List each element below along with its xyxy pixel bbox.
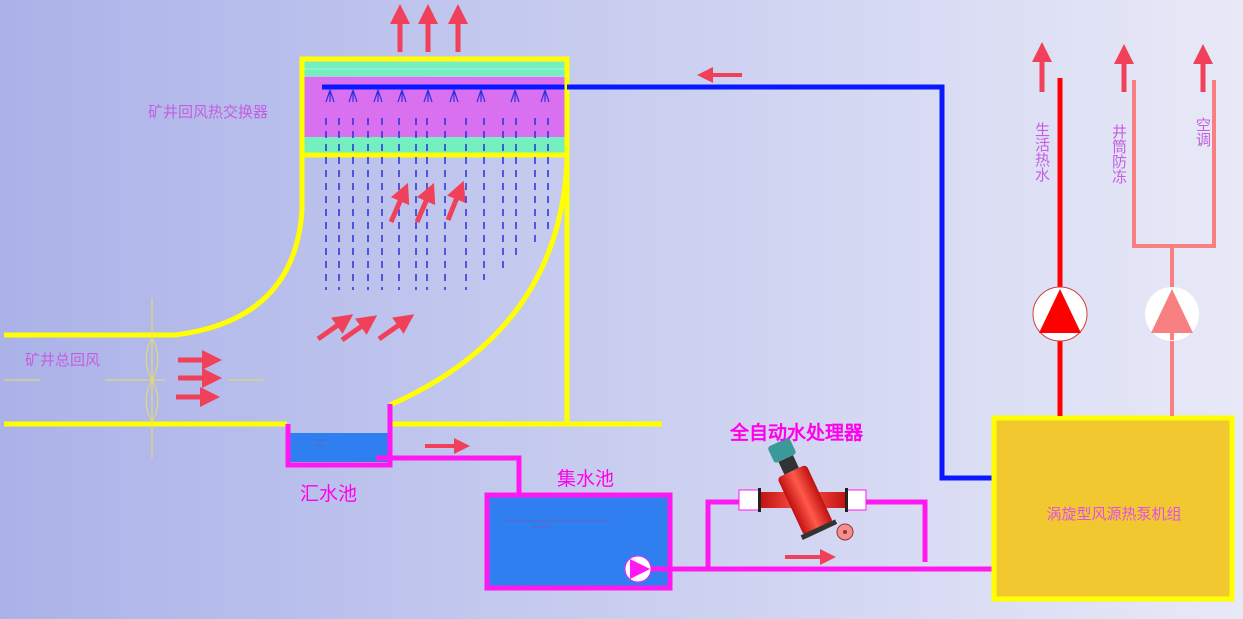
output-arrows: [1032, 42, 1213, 92]
shaft-antifreeze-label: 井筒防冻: [1110, 124, 1128, 184]
water-spray-droplets: [325, 118, 549, 290]
air-conditioning-label: 空调: [1194, 117, 1212, 147]
fan-icon: [4, 298, 265, 458]
heat-pump-unit-label: 涡旋型风源热泵机组: [1046, 505, 1182, 523]
sump-outlet-pipe: [376, 455, 522, 493]
exhaust-arrows: [390, 4, 468, 52]
mine-return-air-label: 矿井总回风: [25, 351, 101, 369]
pool-pump-icon: [624, 555, 652, 583]
warm-pump-icon: [1145, 287, 1199, 341]
sump-label: 汇水池: [300, 483, 358, 505]
exchanger-label: 矿井回风热交换器: [148, 103, 269, 121]
sump: [285, 404, 393, 468]
domestic-hot-water-label: 生活热水: [1033, 122, 1051, 182]
airflow-arrows: [176, 180, 466, 407]
water-supply-pipe: [651, 499, 992, 572]
water-treatment-label: 全自动水处理器: [730, 422, 864, 444]
heat-pump-unit-box: [991, 415, 1235, 602]
cold-water-return-pipe: [567, 84, 992, 481]
spray-nozzles: [325, 89, 550, 103]
water-treatment-device-icon: [738, 438, 867, 541]
heat-exchanger: [299, 56, 570, 290]
domestic-hot-water-pipe: [1032, 78, 1088, 416]
collection-pool-label: 集水池: [557, 468, 615, 490]
air-duct: [4, 59, 662, 427]
